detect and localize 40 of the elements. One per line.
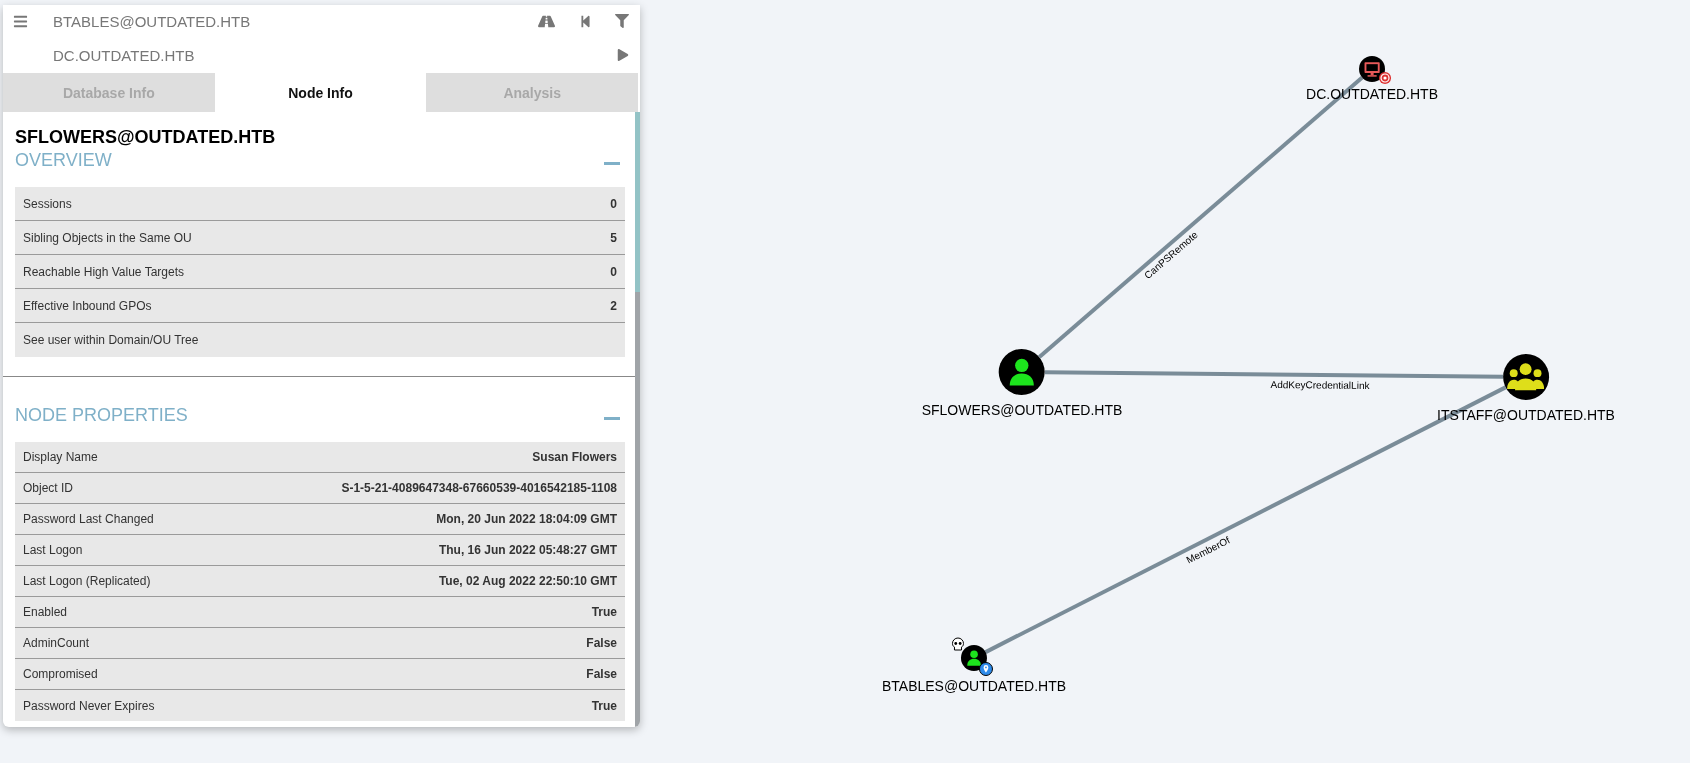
property-value: Thu, 16 Jun 2022 05:48:27 GMT	[438, 543, 617, 557]
property-value: True	[591, 605, 617, 619]
property-name: Sibling Objects in the Same OU	[23, 230, 192, 245]
node-label: BTABLES@OUTDATED.HTB	[881, 678, 1067, 694]
property-value: 5	[610, 230, 617, 245]
property-name: Reachable High Value Targets	[23, 264, 184, 279]
property-value: Tue, 02 Aug 2022 22:50:10 GMT	[438, 574, 617, 588]
search-start-text: BTABLES@OUTDATED.HTB	[53, 12, 251, 30]
property-value: False	[586, 667, 617, 681]
property-value: 0	[610, 196, 617, 211]
property-name: Password Last Changed	[23, 512, 154, 526]
search-target-text: DC.OUTDATED.HTB	[53, 46, 195, 64]
edge-line	[1044, 370, 1504, 379]
property-name: Last Logon	[23, 543, 83, 557]
node-label: SFLOWERS@OUTDATED.HTB	[921, 402, 1123, 418]
property-value: S-1-5-21-4089647348-67660539-4016542185-1108	[341, 481, 617, 495]
property-name: Object ID	[23, 481, 73, 495]
property-name: Last Logon (Replicated)	[23, 574, 151, 588]
property-name: Effective Inbound GPOs	[23, 298, 152, 313]
property-value: 0	[610, 264, 617, 279]
section-heading: OVERVIEW	[15, 150, 112, 171]
node-title: SFLOWERS@OUTDATED.HTB	[15, 127, 276, 148]
property-name: Sessions	[23, 196, 72, 211]
property-value: True	[591, 698, 617, 713]
property-value: 2	[610, 298, 617, 313]
property-name: Compromised	[23, 667, 98, 681]
property-value: False	[586, 636, 617, 650]
section-heading: NODE PROPERTIES	[15, 405, 188, 426]
property-value: Mon, 20 Jun 2022 18:04:09 GMT	[436, 512, 617, 526]
property-name: AdminCount	[23, 636, 90, 650]
node-label: ITSTAFF@OUTDATED.HTB	[1437, 407, 1615, 423]
property-name: Enabled	[23, 605, 68, 619]
edge-line	[1038, 76, 1364, 359]
property-name: Password Never Expires	[23, 698, 155, 713]
property-name: Display Name	[23, 450, 98, 464]
property-name: See user within Domain/OU Tree	[23, 333, 199, 347]
edge-label: AddKeyCredentialLink	[1269, 378, 1371, 391]
edge-line	[984, 385, 1507, 654]
node-label: DC.OUTDATED.HTB	[1306, 86, 1438, 102]
property-value: Susan Flowers	[532, 450, 617, 464]
